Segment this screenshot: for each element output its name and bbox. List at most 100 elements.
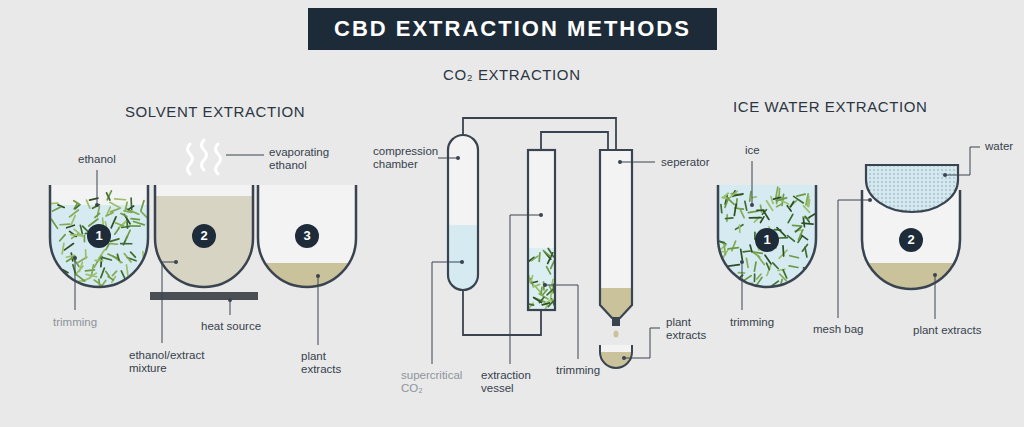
trimming-piece <box>810 278 813 289</box>
leader-line <box>510 215 541 364</box>
trimming-piece <box>71 216 75 225</box>
trimming-piece <box>145 262 146 272</box>
trimming-piece <box>754 274 756 281</box>
trimming-piece <box>534 297 542 302</box>
trimming-piece <box>107 191 111 200</box>
trimming-piece <box>765 255 771 264</box>
leader-lines <box>75 147 980 364</box>
trimming-piece <box>532 256 538 261</box>
trimming-piece <box>746 258 748 267</box>
trimming-piece <box>115 228 119 234</box>
part-label: ethanol <box>77 153 117 166</box>
mesh-bag-outline <box>866 165 958 212</box>
trimming-piece <box>115 223 124 227</box>
leader-dot <box>316 274 320 278</box>
trimming-piece <box>808 200 811 207</box>
trimming-piece <box>121 243 132 245</box>
step-number: 2 <box>907 233 914 247</box>
spout <box>612 318 620 326</box>
trimming-piece <box>65 244 74 250</box>
trimming-piece <box>47 202 58 204</box>
part-label: evaporating ethanol <box>268 146 340 172</box>
trimming-piece <box>728 248 738 249</box>
leader-line <box>436 158 458 159</box>
pipe <box>463 118 616 150</box>
trimming-piece <box>106 213 113 216</box>
trimming-piece <box>743 250 750 253</box>
trimming-piece <box>95 259 103 261</box>
trimming-piece <box>75 274 84 281</box>
vessel-outline <box>155 185 253 287</box>
trimming-piece <box>131 225 141 227</box>
trimming-piece <box>725 198 729 208</box>
leader-line <box>230 300 231 315</box>
trimming-piece <box>52 277 61 279</box>
part-label: extraction vessel <box>480 369 540 395</box>
vapour-wave <box>188 144 193 174</box>
vessel-outline <box>50 185 148 287</box>
ethanol-liquid <box>45 205 155 295</box>
drop <box>614 331 619 338</box>
leader-dot <box>618 160 622 164</box>
trimming-piece <box>547 267 551 274</box>
trimming-piece <box>108 242 117 245</box>
trimming-piece <box>126 230 130 239</box>
trimming-piece <box>134 221 145 224</box>
trimming-piece <box>749 217 761 219</box>
part-label: compression chamber <box>372 145 438 171</box>
part-label: water <box>984 140 1014 153</box>
trimming-piece <box>53 207 61 211</box>
ice-vessel-2 <box>855 165 967 303</box>
heat-source-plate <box>150 292 258 300</box>
trimming-piece <box>101 268 105 278</box>
trimming-piece <box>760 217 763 223</box>
trimming-piece <box>121 271 125 279</box>
trimming-piece <box>741 249 743 259</box>
leader-dot <box>456 156 460 160</box>
trimming-piece <box>728 265 739 266</box>
solvent-vessel-3 <box>253 185 363 303</box>
trimming-piece <box>767 263 770 269</box>
part-label: mesh bag <box>812 323 865 336</box>
trimming-piece <box>800 276 804 282</box>
trimming-piece <box>789 200 796 207</box>
trimming-piece <box>53 280 58 283</box>
trimming-piece <box>810 280 812 286</box>
leader-dot <box>750 203 754 207</box>
diagram-title: CBD EXTRACTION METHODS <box>334 16 691 42</box>
leader-dot <box>622 356 626 360</box>
step-number: 1 <box>95 229 102 243</box>
leader-line <box>432 262 462 364</box>
trimming-piece <box>748 211 757 213</box>
ice-fill <box>718 185 816 287</box>
leader-dot <box>73 256 77 260</box>
trimming-piece <box>789 266 798 268</box>
trimming-piece <box>67 225 75 228</box>
trimming-piece <box>745 201 747 210</box>
trimming-piece <box>110 202 121 208</box>
trimming-piece <box>766 201 772 211</box>
part-label: seperator <box>660 156 711 169</box>
separated-extract <box>598 288 634 320</box>
trimming-piece <box>790 256 799 258</box>
section-heading: SOLVENT EXTRACTION <box>124 103 306 121</box>
title-banner: CBD EXTRACTION METHODS <box>308 8 717 50</box>
trimming-piece <box>724 244 725 255</box>
leader-line <box>226 155 264 156</box>
leader-line <box>742 262 743 310</box>
leader-line <box>75 258 76 310</box>
trimming-piece <box>779 237 787 239</box>
mesh-texture <box>866 165 958 212</box>
trimming-piece <box>797 194 805 196</box>
trimming-piece <box>111 239 119 242</box>
trimming-piece <box>531 276 533 282</box>
leader-dot <box>868 198 872 202</box>
solvent-vessel-1 <box>45 185 155 295</box>
trimming-piece <box>796 227 801 232</box>
trimming-piece <box>107 193 110 200</box>
trimming-piece <box>534 298 545 302</box>
trimming-piece <box>86 274 96 276</box>
trimming-piece <box>74 201 80 205</box>
trimming-piece <box>739 225 741 232</box>
trimming-piece <box>86 200 89 208</box>
